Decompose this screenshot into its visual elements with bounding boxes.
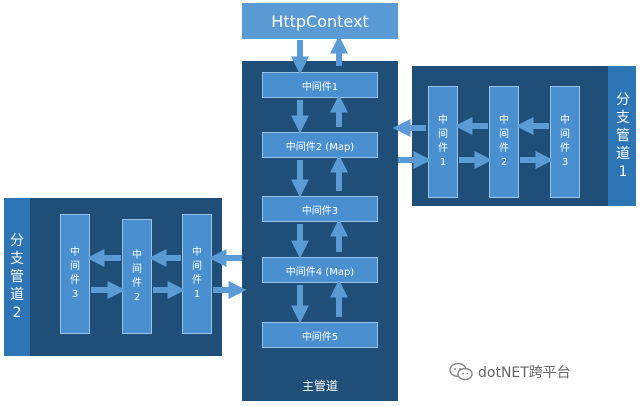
main-middleware-2-map: 中间件2 (Map) (262, 132, 378, 158)
branch2-middleware-2: 中间件2 (122, 219, 152, 334)
branch1-middleware-2: 中间件2 (489, 86, 519, 198)
branch2-middleware-3: 中间件3 (60, 214, 90, 334)
branch2-label: 分支管道2 (10, 233, 24, 321)
main-pipeline-label: 主管道 (301, 378, 338, 393)
main-middleware-4-map: 中间件4 (Map) (262, 257, 378, 283)
main-middleware-1: 中间件1 (262, 72, 378, 98)
main-middleware-3: 中间件3 (262, 196, 378, 222)
main-middleware-5: 中间件5 (262, 322, 378, 348)
branch1-middleware-3: 中间件3 (550, 86, 580, 198)
wechat-icon (449, 362, 473, 381)
watermark-text: dotNET跨平台 (478, 365, 571, 381)
watermark: dotNET跨平台 (448, 360, 634, 384)
branch2-middleware-1: 中间件1 (182, 214, 212, 334)
branch1-label: 分支管道1 (616, 92, 630, 180)
branch1-middleware-1: 中间件1 (428, 86, 458, 198)
httpcontext-title: HttpContext (242, 3, 398, 39)
